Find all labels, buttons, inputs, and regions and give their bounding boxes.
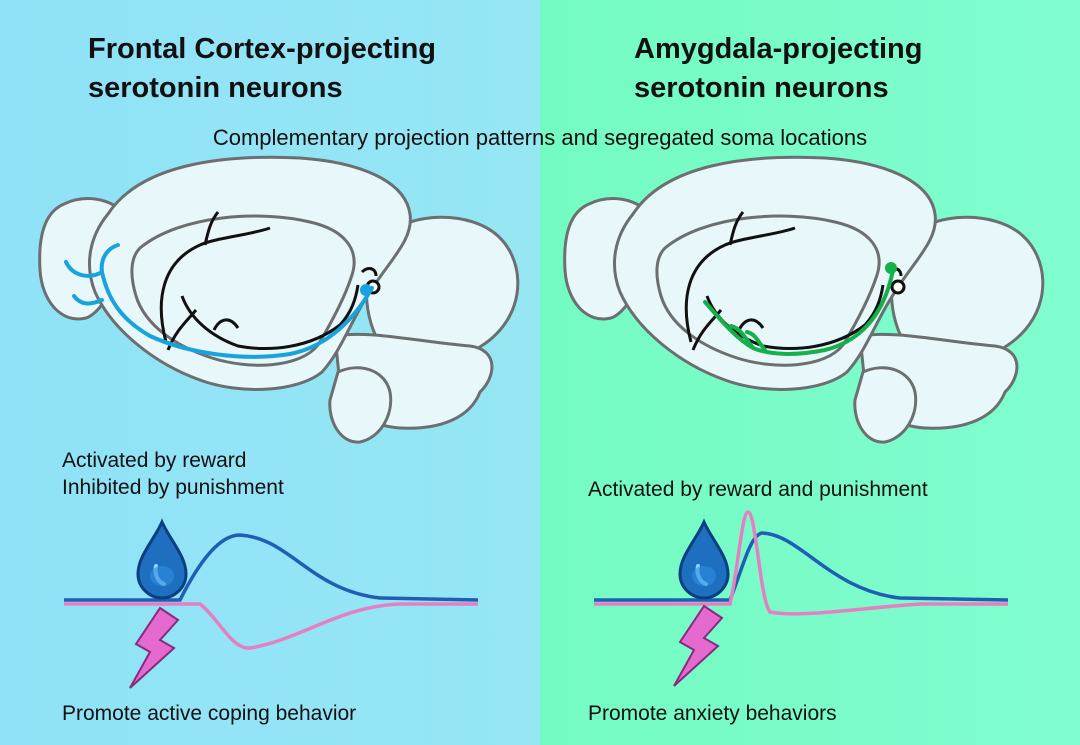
water-drop-icon — [678, 520, 730, 600]
left-title-line-2: serotonin neurons — [88, 72, 343, 104]
right-response-traces — [594, 510, 1009, 687]
left-title-line-1: Frontal Cortex-projecting — [88, 33, 437, 65]
shared-subtitle: Complementary projection patterns and se… — [212, 125, 868, 150]
left-projection-fiber — [64, 243, 374, 359]
right-soma — [885, 262, 897, 274]
right-title: Amygdala-projecting serotonin neurons — [634, 30, 922, 108]
lightning-bolt-icon — [129, 607, 179, 689]
left-punishment-trace — [64, 602, 478, 650]
water-drop-icon — [136, 520, 188, 600]
left-response-line-1: Activated by reward — [62, 449, 247, 472]
right-title-line-2: serotonin neurons — [634, 72, 889, 104]
right-projection-fiber — [703, 268, 895, 356]
right-title-line-1: Amygdala-projecting — [634, 33, 923, 65]
left-response-line-2: Inhibited by punishment — [62, 476, 284, 499]
left-reward-trace — [64, 533, 479, 602]
right-reward-trace — [594, 531, 1009, 602]
right-behavior-label: Promote anxiety behaviors — [588, 702, 837, 725]
right-response-line-1: Activated by reward and punishment — [588, 478, 928, 501]
right-response-label: Activated by reward and punishment — [588, 476, 928, 503]
lightning-bolt-icon — [673, 605, 723, 687]
right-brain-diagram — [563, 155, 1045, 444]
left-title: Frontal Cortex-projecting serotonin neur… — [88, 30, 436, 108]
left-soma — [360, 284, 372, 296]
left-brain-diagram — [38, 155, 520, 444]
right-punishment-trace — [594, 510, 1008, 616]
left-response-label: Activated by reward Inhibited by punishm… — [62, 447, 284, 501]
left-behavior-label: Promote active coping behavior — [62, 702, 357, 725]
left-response-traces — [64, 520, 479, 689]
